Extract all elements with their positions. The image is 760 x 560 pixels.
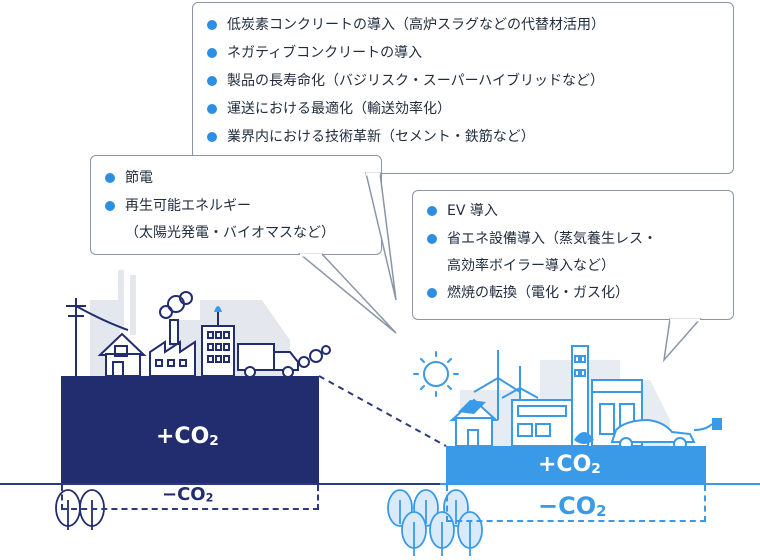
absorption-box-before: [61, 485, 319, 510]
co2-plus-label-before: +CO2: [156, 424, 219, 450]
bullet-icon: [207, 48, 217, 58]
callout-tails: [297, 172, 702, 363]
list-item: ネガティブコンクリートの導入: [207, 39, 719, 67]
city-right: [413, 345, 722, 451]
list-item: 業界内における技術革新（セメント・鉄筋など）: [207, 123, 719, 151]
bullet-icon: [427, 288, 437, 298]
bullet-icon: [427, 234, 437, 244]
list-item: 省エネ設備導入（蒸気養生レス・: [427, 225, 719, 253]
list-item: 再生可能エネルギー: [105, 192, 367, 220]
list-item: 燃焼の転換（電化・ガス化）: [427, 279, 719, 307]
bullet-icon: [105, 173, 115, 183]
co2-minus-label-after: −CO2: [538, 492, 607, 521]
ground-line: [0, 483, 760, 485]
co2-minus-label-before: −CO2: [162, 484, 214, 505]
emission-block-before: [61, 376, 319, 483]
city-left: [66, 291, 331, 378]
callout-right-sub: 高効率ボイラー導入など）: [447, 258, 615, 274]
callout-left-sub: （太陽光発電・バイオマスなど）: [125, 225, 335, 241]
bullet-icon: [207, 76, 217, 86]
ground-line-right: [440, 483, 760, 485]
list-item: 運送における最適化（輸送効率化）: [207, 95, 719, 123]
co2-plus-label-after: +CO2: [538, 452, 601, 478]
list-item: 節電: [105, 164, 367, 192]
bullet-icon: [207, 104, 217, 114]
callout-right: EV 導入 省エネ設備導入（蒸気養生レス・ 高効率ボイラー導入など） 燃焼の転換…: [412, 190, 734, 320]
absorption-box-after: [446, 485, 706, 522]
list-item: 低炭素コンクリートの導入（高炉スラグなどの代替材活用）: [207, 11, 719, 39]
callout-top: 低炭素コンクリートの導入（高炉スラグなどの代替材活用） ネガティブコンクリートの…: [192, 2, 734, 174]
bullet-icon: [427, 206, 437, 216]
bullet-icon: [207, 132, 217, 142]
list-item: EV 導入: [427, 197, 719, 225]
bullet-icon: [105, 201, 115, 211]
emission-block-after: [446, 446, 706, 483]
list-item: 製品の長寿命化（バジリスク・スーパーハイブリッドなど）: [207, 67, 719, 95]
connector-dashed: [318, 375, 447, 447]
bullet-icon: [207, 20, 217, 30]
callout-left: 節電 再生可能エネルギー （太陽光発電・バイオマスなど）: [90, 155, 382, 255]
